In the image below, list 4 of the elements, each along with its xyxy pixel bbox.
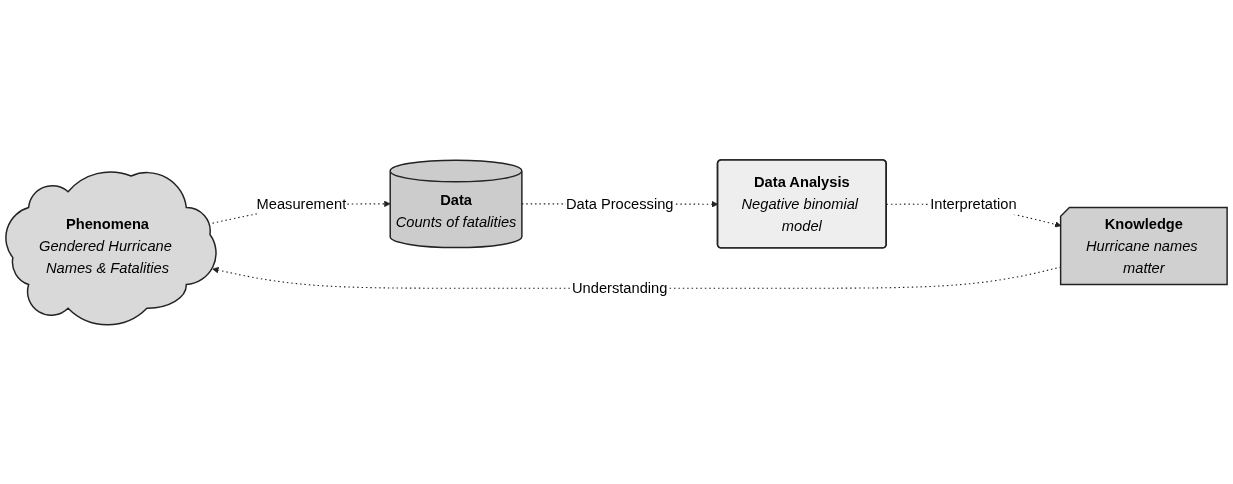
edge-label: Measurement	[256, 195, 347, 212]
edge-label: Interpretation	[930, 195, 1017, 212]
edge-label: Data Processing	[565, 195, 674, 212]
edge-label: Understanding	[571, 279, 668, 296]
